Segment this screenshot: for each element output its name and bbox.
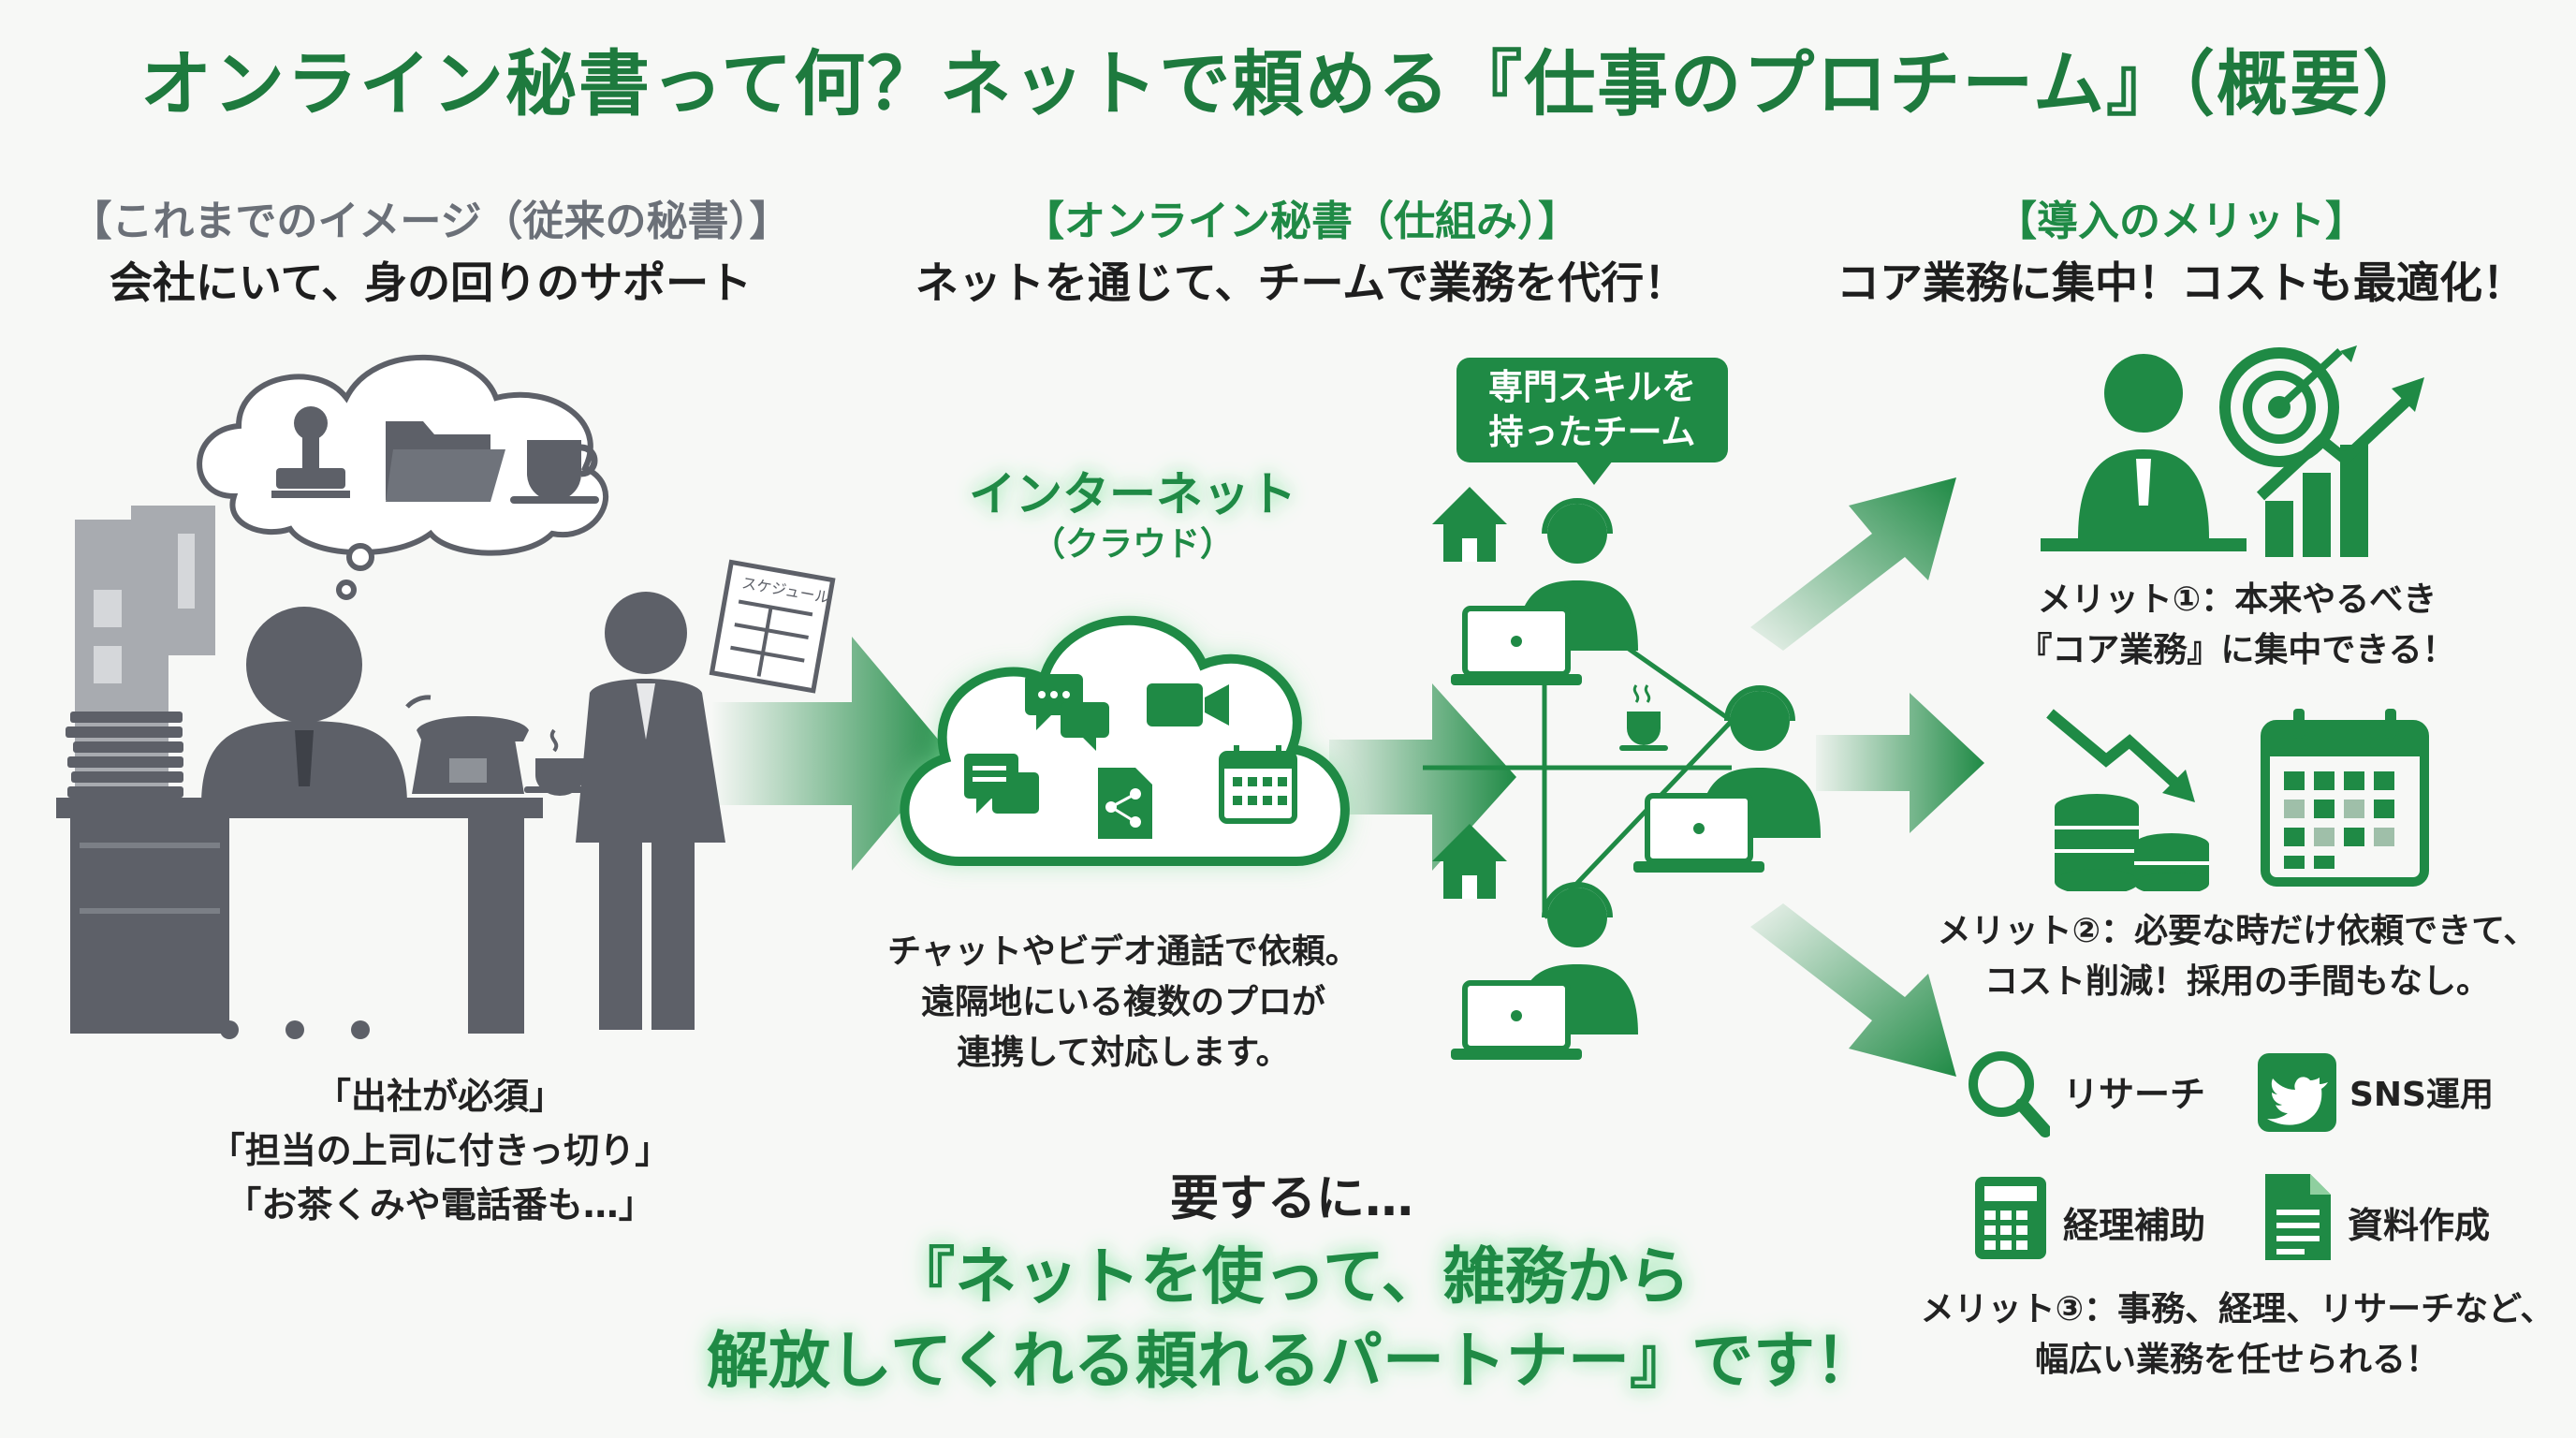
calendar-icon [2261, 709, 2429, 887]
cloud-sublabel: （クラウド） [1031, 525, 1234, 564]
remote-worker-3 [1432, 824, 1638, 1060]
house-icon [1432, 487, 1507, 562]
traditional-secretary-illustration: スケジュール [56, 354, 836, 1039]
description-line-1: チャットやビデオ通話で依頼。 [887, 932, 1359, 971]
summary-line-2: 解放してくれる頼れるパートナー』です！ [706, 1325, 1878, 1397]
internet-cloud [900, 615, 1350, 866]
building-icon [75, 506, 215, 829]
merit1-text: メリット①：本来やるべき 『コア業務』に集中できる！ [1975, 575, 2499, 676]
remote-worker-1 [1432, 487, 1638, 685]
remote-worker-2 [1633, 685, 1821, 873]
merit1-illustration [2041, 345, 2424, 557]
merit2-illustration [2046, 709, 2429, 891]
arrow-to-merit3 [1750, 903, 1956, 1077]
calculator-icon [1975, 1177, 2046, 1259]
secretary-person-icon [576, 592, 725, 1030]
message-icon [964, 754, 1039, 814]
merit3-line-1: メリット③：事務、経理、リサーチなど、 [1920, 1290, 2554, 1328]
team-bubble-line-1: 専門スキルを [1488, 367, 1696, 407]
merit1-line-2: 『コア業務』に集中できる！ [2018, 631, 2456, 669]
coins-down-icon [2046, 709, 2209, 891]
share-document-icon [1098, 768, 1152, 839]
magnifier-icon [1969, 1051, 2050, 1137]
merit1-line-1: メリット①：本来やるべき [2037, 580, 2437, 619]
chat-bubbles-icon [1025, 674, 1109, 751]
remote-team-network [1423, 487, 1821, 1060]
cloud-description: チャットやビデオ通話で依頼。 遠隔地にいる複数のプロが 連携して対応します。 [861, 927, 1385, 1078]
center-heading: 【オンライン秘書（仕組み）】 [1023, 198, 1579, 245]
folder-icon [386, 421, 505, 502]
description-line-3: 連携して対応します。 [957, 1034, 1290, 1072]
video-camera-icon [1147, 683, 1229, 726]
center-subheading: ネットを通じて、チームで業務を代行！ [915, 257, 1688, 308]
quote-1: 「出社が必須」 [315, 1076, 564, 1117]
service-documents: 資料作成 [2348, 1205, 2491, 1246]
arrow-to-merit1 [1750, 477, 1956, 651]
quote-3: 「お茶くみや電話番も…」 [226, 1184, 654, 1225]
summary-line-1: 『ネットを使って、雑務から [893, 1240, 1690, 1313]
left-quotes: 「出社が必須」 「担当の上司に付きっ切り」 「お茶くみや電話番も…」 [84, 1069, 796, 1232]
merit3-text: メリット③：事務、経理、リサーチなど、 幅広い業務を任せられる！ [1910, 1284, 2565, 1386]
desk-icon [56, 798, 543, 1039]
left-heading: 【これまでのイメージ（従来の秘書）】 [70, 198, 791, 245]
right-subheading: コア業務に集中！コストも最適化！ [1837, 257, 2525, 308]
schedule-clipboard-icon [709, 559, 836, 694]
service-research: リサーチ [2063, 1074, 2206, 1115]
right-heading: 【導入のメリット】 [1996, 198, 2366, 245]
merit2-text: メリット②：必要な時だけ依頼できて、 コスト削減！採用の手間もなし。 [1910, 906, 2565, 1007]
boss-person-icon [201, 607, 407, 805]
page-title: オンライン秘書って何？ネットで頼める『仕事のプロチーム』（概要） [140, 42, 2436, 125]
merit2-line-2: コスト削減！採用の手間もなし。 [1983, 962, 2490, 1001]
left-subheading: 会社にいて、身の回りのサポート [109, 257, 753, 308]
merit3-line-2: 幅広い業務を任せられる！ [2034, 1341, 2439, 1379]
telephone-icon [405, 695, 529, 794]
teacup-icon [524, 728, 597, 796]
bird-icon [2258, 1053, 2336, 1132]
quote-2: 「担当の上司に付きっ切り」 [209, 1130, 671, 1171]
coffee-icon [1619, 684, 1668, 751]
thinking-person-icon [2041, 354, 2247, 551]
arrow-to-merit2 [1816, 693, 1984, 833]
arrow-left-to-cloud [711, 637, 950, 871]
merit2-line-1: メリット②：必要な時だけ依頼できて、 [1937, 912, 2538, 950]
description-line-2: 遠隔地にいる複数のプロが [920, 983, 1325, 1021]
house-icon [1432, 824, 1507, 899]
service-sns: SNS運用 [2349, 1076, 2494, 1114]
summary-lead: 要するに… [1169, 1171, 1413, 1227]
calendar-icon [1219, 745, 1297, 824]
headset-worker-head [1547, 504, 1607, 564]
stamp-icon [271, 406, 350, 498]
coffee-cup-icon [510, 440, 599, 504]
target-growth-icon [2219, 345, 2424, 557]
team-bubble: 専門スキルを 持ったチーム [1456, 358, 1728, 485]
team-bubble-line-2: 持ったチーム [1488, 412, 1696, 452]
service-accounting: 経理補助 [2063, 1205, 2206, 1246]
cloud-label: インターネット [969, 467, 1296, 521]
paper-stack-icon [66, 712, 183, 798]
document-icon [2265, 1174, 2331, 1260]
